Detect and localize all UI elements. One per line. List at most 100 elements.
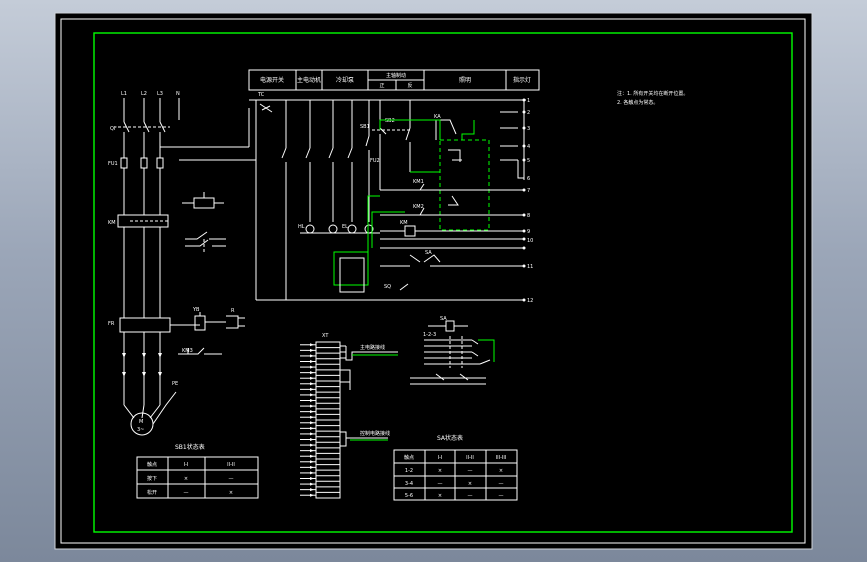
outer-frame <box>60 18 806 544</box>
header-cell-2: 主电动机 <box>297 76 321 84</box>
table-2-cell-0-1: × <box>438 468 442 474</box>
table-2-header-1: I-I <box>438 455 443 461</box>
terminal-arrow <box>310 415 314 419</box>
terminal-arrow <box>310 460 314 464</box>
rung-number-4: 4 <box>527 144 530 150</box>
table-2-cell-0-3: × <box>499 468 503 474</box>
rung-number-2: 2 <box>527 110 530 116</box>
relay-ka-label: KA <box>434 114 441 120</box>
table-1-cell-1-2: × <box>229 490 233 496</box>
motor-sub-label: 3~ <box>137 427 144 433</box>
terminal-arrow <box>310 449 314 453</box>
terminal-arrow <box>310 360 314 363</box>
table-2-cell-1-1: — <box>438 481 443 487</box>
terminal-upper-label: 主电路接线 <box>360 344 385 351</box>
rung-number-10: 10 <box>527 238 533 244</box>
table-2-header-3: III-III <box>496 455 507 461</box>
terminal-arrow <box>310 387 314 391</box>
terminal-arrow <box>310 477 314 480</box>
selector-sa-label: SA <box>425 250 432 256</box>
contactor-km-label: KM <box>108 220 116 226</box>
table-1-header-2: II-II <box>227 462 235 468</box>
terminal-arrow <box>310 371 314 375</box>
terminal-arrow <box>310 348 314 352</box>
rung-number-6: 6 <box>527 176 530 182</box>
fuse2-label: FU2 <box>370 158 380 164</box>
phase-label-n: N <box>176 91 180 97</box>
table-1-header-1: I-I <box>184 462 189 468</box>
table-1-cell-0-1: × <box>184 476 188 482</box>
table-2-cell-2-0: 5-6 <box>405 493 413 499</box>
terminal-arrow <box>310 343 314 347</box>
main-switch-label: QF <box>110 126 117 132</box>
main-power-circuit: L1 L2 L3 N QF FU1 KM <box>108 91 256 436</box>
relay-fr-label: FR <box>108 321 115 327</box>
table-2-cell-0-0: 1-2 <box>405 468 413 474</box>
limit-sq-label: SQ <box>384 284 391 290</box>
drawing-sheet <box>54 12 813 550</box>
brake-yb-label: YB <box>192 307 200 313</box>
table-2-cell-1-3: — <box>499 481 504 487</box>
terminal-strip: XT 主电路接线 控制电路接线 <box>300 333 398 499</box>
terminal-arrow <box>310 365 314 369</box>
start-button-label: SB2 <box>385 118 395 124</box>
status-table-1: SB1状态表 触点 I-I II-II 按下 × — 松开 — × <box>136 443 259 499</box>
note-line-2: 2. 各触点为常态。 <box>617 99 658 106</box>
rung-number-7: 7 <box>527 188 530 194</box>
stop-button-label: SB1 <box>360 124 370 130</box>
brake-km3-label: KM3 <box>182 348 193 354</box>
contactor-km2-label: KM2 <box>413 204 424 210</box>
table-1-header-0: 触点 <box>147 461 157 468</box>
ground-label: PE <box>172 381 178 387</box>
header-function-table: 电源开关 主电动机 冷却泵 主轴制动 正 反 照明 指示灯 <box>248 69 540 91</box>
terminal-arrow <box>310 410 314 414</box>
selector-position-label: 1-2-3 <box>423 332 436 338</box>
terminal-arrow <box>310 471 314 475</box>
table-1-cell-0-2: — <box>229 476 234 482</box>
table-2-title: SA状态表 <box>437 434 463 442</box>
header-cell-5: 照明 <box>459 77 471 84</box>
table-1-cell-1-0: 松开 <box>147 489 157 496</box>
table-2-cell-0-2: — <box>468 468 473 474</box>
terminal-arrow <box>310 354 314 358</box>
rung-number-5: 5 <box>527 158 530 164</box>
header-cell-3: 冷却泵 <box>336 76 354 84</box>
brake-section: YB KM3 R <box>178 307 245 355</box>
phase-label-l2: L2 <box>141 91 147 97</box>
motor-label: M <box>139 419 143 425</box>
selector-diagram-label: SA <box>440 316 447 322</box>
table-2-cell-2-3: — <box>499 493 504 499</box>
terminal-arrow <box>310 465 314 469</box>
selector-switch-diagram: SA 1-2-3 <box>410 316 495 385</box>
rung-number-3: 3 <box>527 126 530 132</box>
terminal-arrow <box>310 399 314 402</box>
brake-r-label: R <box>231 308 235 314</box>
terminal-arrow <box>310 488 314 492</box>
table-2-cell-1-0: 3-4 <box>405 481 413 487</box>
table-2-header-2: II-II <box>466 455 474 461</box>
table-2-cell-2-1: × <box>438 493 442 499</box>
terminal-arrow <box>310 438 314 441</box>
terminal-arrow <box>310 404 314 408</box>
terminal-arrow <box>310 432 314 436</box>
rung-number-12: 12 <box>527 298 533 304</box>
header-cell-4: 主轴制动 <box>386 72 406 79</box>
rung-number-11: 11 <box>527 264 533 270</box>
header-cell-1: 电源开关 <box>260 76 284 84</box>
terminal-arrow <box>310 454 314 458</box>
table-2-cell-1-2: × <box>468 481 472 487</box>
header-cell-6: 指示灯 <box>513 76 531 84</box>
phase-label-l3: L3 <box>157 91 163 97</box>
terminal-arrow <box>310 376 314 380</box>
fuse-fu1-label: FU1 <box>108 161 118 167</box>
status-table-2: SA状态表 触点 I-I II-II III-III 1-2 × — × 3-4… <box>393 434 518 501</box>
lamp-el-label: EL <box>342 224 348 230</box>
lamp-hl-label: HL <box>298 224 305 230</box>
terminal-arrow <box>310 393 314 397</box>
control-circuit: TC HL EL FU2 SB1 SB2 <box>248 92 533 304</box>
note-line-1: 注：1. 所有开关均在断开位置。 <box>617 90 688 97</box>
table-1-cell-0-0: 按下 <box>147 475 157 482</box>
transformer-label: TC <box>257 92 265 98</box>
inner-frame <box>93 32 793 533</box>
